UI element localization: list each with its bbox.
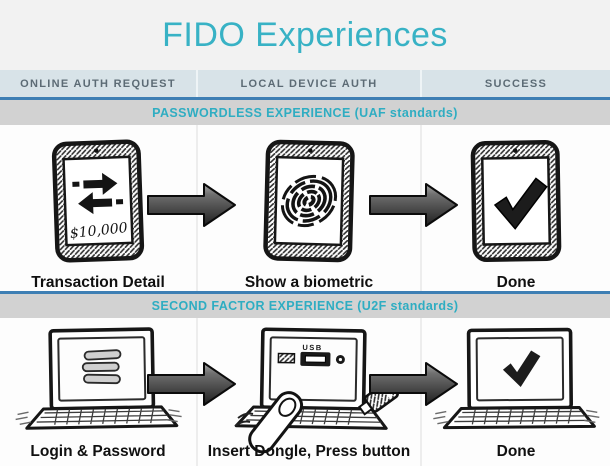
section-band-label: SECOND FACTOR EXPERIENCE (U2F standards) — [151, 299, 459, 313]
camera-dot-icon — [308, 148, 313, 153]
step-show-biometric: Show a biometric — [196, 125, 420, 291]
step-login-password: Login & Password — [0, 318, 196, 466]
step-second-factor-done: Done — [420, 318, 610, 466]
section-band-label: PASSWORDLESS EXPERIENCE (UAF standards) — [152, 105, 458, 120]
camera-dot-icon — [94, 148, 99, 153]
section-band-passwordless: PASSWORDLESS EXPERIENCE (UAF standards) — [0, 100, 610, 125]
step-caption: Done — [496, 443, 536, 460]
transaction-amount: $10,000 — [69, 220, 128, 242]
step-caption: Insert Dongle, Press button — [207, 443, 411, 460]
step-caption: Transaction Detail — [31, 274, 165, 291]
flow-arrow-right-icon — [368, 181, 460, 229]
step-caption: Login & Password — [30, 443, 166, 460]
flow-arrow-right-icon — [368, 360, 460, 408]
passwordless-row: $10,000 Transaction Detail — [0, 125, 610, 291]
flow-arrow-right-icon — [146, 181, 238, 229]
page-title: FIDO Experiences — [162, 15, 448, 54]
stage-header-local-device-auth: LOCAL DEVICE AUTH — [196, 70, 420, 97]
laptop-sketch — [433, 327, 600, 430]
checkmark-icon — [493, 177, 548, 230]
sketch-shading — [433, 409, 600, 425]
second-factor-row: Login & Password USB — [0, 318, 610, 466]
section-band-second-factor: SECOND FACTOR EXPERIENCE (U2F standards) — [0, 294, 610, 318]
keyboard-grid — [454, 408, 590, 425]
finger-icon — [234, 391, 304, 454]
usb-port-icon: USB — [277, 343, 345, 367]
step-caption: Show a biometric — [244, 274, 374, 291]
laptop-sketch: USB — [234, 327, 399, 454]
phone-sketch: $10,000 — [51, 139, 145, 263]
step-insert-dongle: USB — [196, 318, 420, 466]
divider-line — [0, 97, 610, 100]
camera-dot-icon — [512, 148, 518, 153]
step-caption: Done — [496, 274, 536, 291]
sketch-shading — [15, 409, 182, 426]
stage-header-online-auth-request: ONLINE AUTH REQUEST — [20, 77, 176, 90]
step-passwordless-done: Done — [420, 125, 610, 291]
login-form-icon — [81, 349, 122, 385]
keyboard-grid — [36, 407, 172, 425]
phone-sketch — [470, 139, 562, 263]
step-transaction-detail: $10,000 Transaction Detail — [0, 125, 196, 291]
divider-line — [0, 291, 610, 294]
flow-arrow-right-icon — [146, 360, 238, 408]
phone-sketch — [263, 139, 355, 263]
transfer-arrows-icon — [72, 172, 124, 215]
checkmark-icon — [502, 350, 541, 387]
laptop-sketch — [15, 327, 182, 430]
stage-header-success: SUCCESS — [420, 70, 610, 97]
usb-label: USB — [302, 343, 322, 352]
stage-header-row: ONLINE AUTH REQUEST LOCAL DEVICE AUTH SU… — [0, 70, 610, 97]
